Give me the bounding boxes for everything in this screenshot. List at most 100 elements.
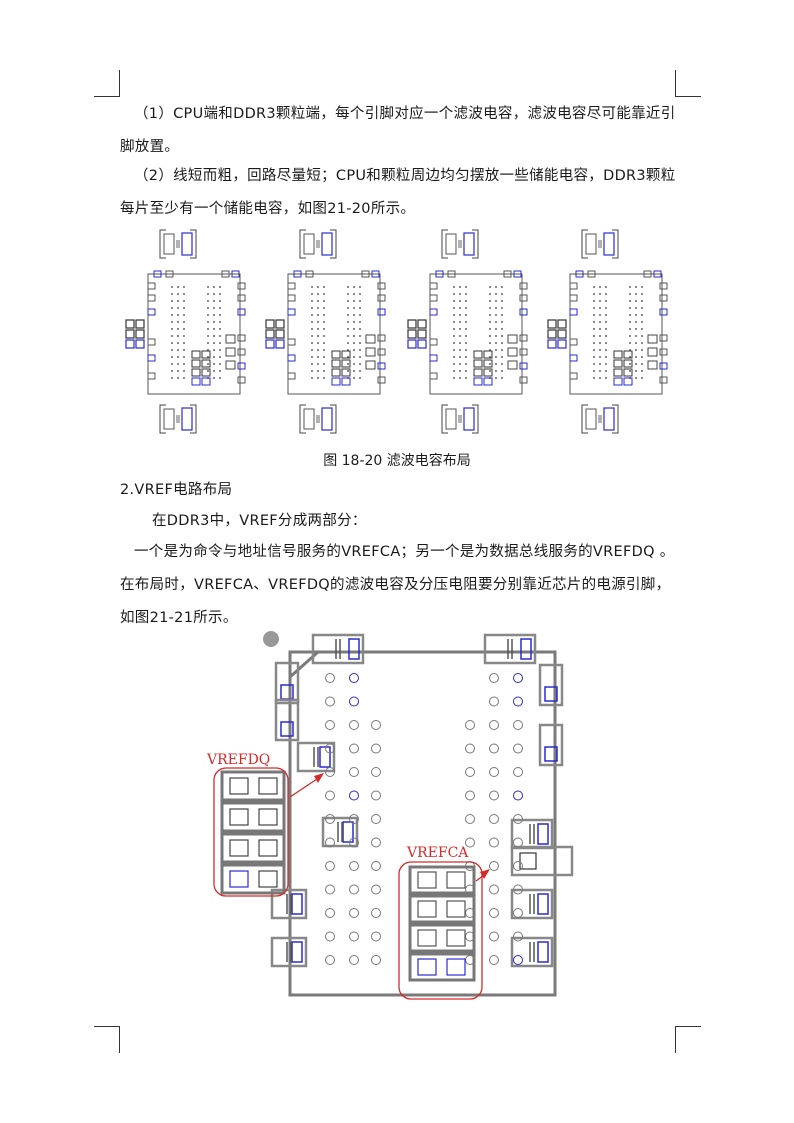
vrefdq-pad: [258, 808, 278, 826]
ball-pad: [371, 790, 381, 801]
vrefdq-capacitor: [220, 770, 286, 802]
ball-dot: [599, 349, 601, 351]
ball-dot: [629, 307, 631, 309]
ball-pad: [513, 814, 523, 824]
ball-dot: [459, 363, 461, 365]
ball-pad: [489, 931, 499, 942]
ball-pad: [371, 908, 381, 918]
ball-pad: [465, 837, 475, 848]
ball-dot: [177, 335, 179, 337]
ball-dot: [207, 363, 209, 365]
ball-dot: [347, 363, 349, 365]
ball-dot: [465, 321, 467, 323]
ball-dot: [635, 335, 637, 337]
small-cap: [519, 308, 528, 316]
ball-dot: [453, 286, 455, 288]
ball-dot: [459, 300, 461, 302]
ball-dot: [171, 363, 173, 365]
ball-dot: [459, 328, 461, 330]
small-cap: [287, 372, 296, 380]
cap-grid-cell: [331, 368, 341, 377]
ball-dot: [599, 377, 601, 379]
ball-dot: [629, 321, 631, 323]
small-cap: [287, 354, 296, 362]
ball-dot: [177, 342, 179, 344]
small-cap: [147, 282, 156, 290]
ball-dot: [177, 356, 179, 358]
ball-dot: [501, 300, 503, 302]
ball-dot: [453, 300, 455, 302]
small-cap: [659, 282, 668, 290]
right-cap: [225, 334, 236, 344]
cap-grid-cell: [473, 359, 483, 368]
ball-dot: [489, 314, 491, 316]
ball-dot: [599, 342, 601, 344]
ball-pad: [489, 814, 499, 824]
cap-array-cell: [557, 329, 567, 339]
vrefdq-arrow: [289, 776, 321, 798]
ball-dot: [323, 377, 325, 379]
ball-dot: [465, 370, 467, 372]
ball-dot: [605, 300, 607, 302]
vrefca-pad: [446, 929, 466, 947]
ball-dot: [495, 377, 497, 379]
ball-pad: [349, 767, 359, 777]
ball-dot: [489, 363, 491, 365]
ball-dot: [635, 377, 637, 379]
crop-mark-bottom-left-h: [94, 1026, 120, 1027]
ball-dot: [501, 363, 503, 365]
cap-bracket-left: [299, 404, 306, 434]
ball-dot: [171, 328, 173, 330]
ball-dot: [311, 349, 313, 351]
ball-pad: [325, 696, 335, 707]
cap-array-cell: [265, 329, 275, 339]
ball-dot: [635, 370, 637, 372]
ball-dot: [177, 370, 179, 372]
ball-dot: [359, 328, 361, 330]
ball-dot: [599, 300, 601, 302]
small-cap: [377, 362, 386, 370]
ball-dot: [489, 370, 491, 372]
ball-pad: [371, 767, 381, 777]
capacitor-pad: [519, 852, 537, 870]
small-cap: [519, 282, 528, 290]
ball-dot: [219, 300, 221, 302]
ball-dot: [501, 377, 503, 379]
ball-dot: [323, 300, 325, 302]
ball-dot: [219, 307, 221, 309]
ball-pad: [489, 908, 499, 918]
ball-dot: [501, 349, 503, 351]
small-cap: [153, 270, 162, 278]
capacitor-body: [483, 633, 537, 665]
ball-dot: [207, 314, 209, 316]
ball-pad: [371, 837, 381, 848]
cap-pad: [163, 408, 175, 430]
ball-dot: [353, 328, 355, 330]
ball-dot: [219, 335, 221, 337]
ball-pad: [513, 720, 523, 730]
ball-dot: [599, 363, 601, 365]
cap-bracket-right: [190, 404, 197, 434]
ball-pad: [465, 814, 475, 824]
cap-array-cell: [557, 319, 567, 329]
small-cap: [361, 270, 370, 278]
cap-grid-cell: [191, 377, 201, 386]
ball-dot: [501, 328, 503, 330]
ball-pad: [325, 908, 335, 918]
ball-dot: [311, 328, 313, 330]
ball-dot: [459, 349, 461, 351]
vrefdq-pad: [258, 777, 278, 795]
ball-pad: [489, 790, 499, 801]
small-cap: [659, 308, 668, 316]
ball-dot: [465, 293, 467, 295]
right-cap: [647, 360, 658, 370]
ball-dot: [453, 342, 455, 344]
ball-dot: [317, 356, 319, 358]
ball-dot: [641, 356, 643, 358]
small-cap: [519, 294, 528, 302]
ball-dot: [359, 314, 361, 316]
ball-dot: [317, 349, 319, 351]
section-intro: 在DDR3中，VREF分成两部分：: [152, 513, 367, 529]
ball-dot: [465, 300, 467, 302]
small-cap: [569, 372, 578, 380]
